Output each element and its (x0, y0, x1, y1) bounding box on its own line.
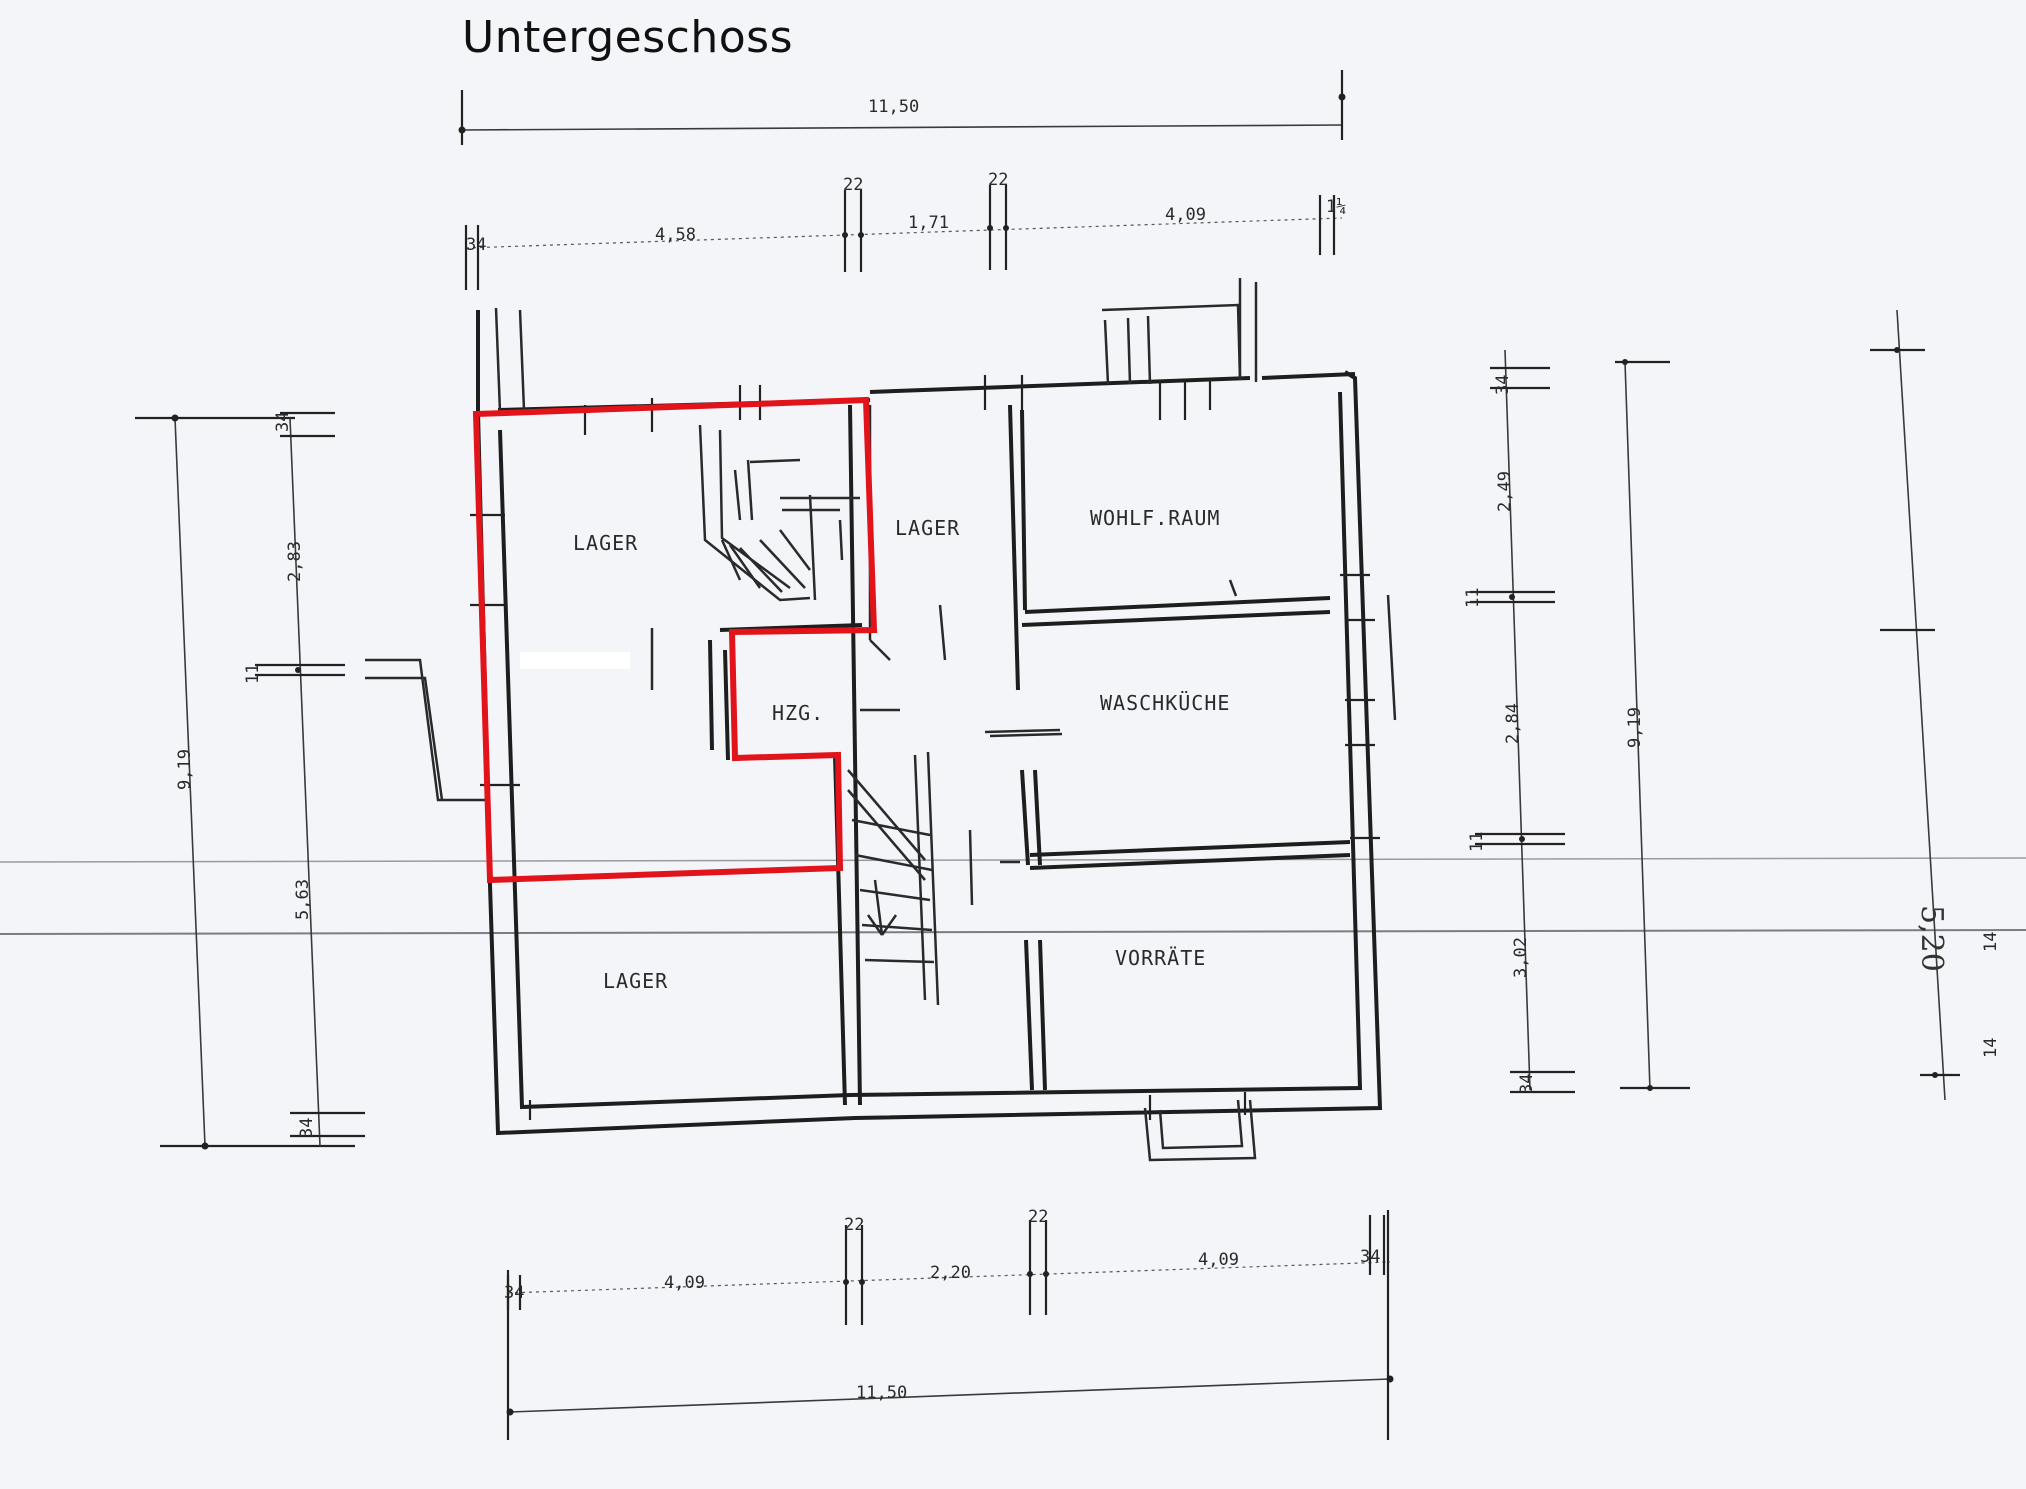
dim-bottom-wall-1: 22 (844, 1215, 864, 1235)
stairs (698, 424, 935, 964)
dim-left-total: 9,19 (175, 749, 195, 790)
room-lager-top-mid: LAGER (895, 516, 960, 540)
dim-top-seg-2: 1,71 (908, 213, 949, 233)
scan-patch (520, 652, 630, 669)
dim-top-seg-1: 4,58 (655, 225, 696, 245)
room-lager-bottom: LAGER (603, 969, 668, 993)
top-dimensions: 11,50 34 4,58 22 1,71 22 4,09 1¼ (458, 70, 1346, 290)
room-hzg: HZG. (772, 701, 824, 725)
bottom-dimensions: 34 4,09 22 2,20 22 4,09 34 11,50 (504, 1207, 1394, 1440)
dim-left-seg-1: 2,83 (285, 541, 305, 582)
dim-bottom-edge-left: 34 (504, 1283, 524, 1303)
dim-right-wall-bottom: 34 (1517, 1074, 1537, 1094)
room-waschkueche: WASCHKÜCHE (1100, 691, 1230, 715)
dim-right-wall-mid-1: 11 (1463, 588, 1483, 608)
dim-bottom-wall-2: 22 (1028, 1207, 1048, 1227)
right-dimensions: 34 2,49 11 2,84 11 3,02 34 9,19 14 14 5,… (1463, 309, 2001, 1101)
dim-top-total: 11,50 (868, 97, 919, 117)
dim-right-wall-top: 34 (1493, 375, 1513, 395)
scan-lines (0, 857, 2026, 935)
dim-right-wall-mid-2: 11 (1467, 832, 1487, 852)
dim-left-wall-bottom: 34 (297, 1118, 317, 1138)
dim-left-seg-2: 5,63 (293, 879, 313, 920)
room-labels: LAGER LAGER WOHLF.RAUM HZG. WASCHKÜCHE L… (573, 506, 1230, 993)
dim-top-wall-1: 22 (843, 175, 863, 195)
dim-right-seg-3: 3,02 (1511, 937, 1531, 978)
dim-left-wall-top: 34 (273, 412, 293, 432)
dim-bottom-seg-3: 4,09 (1198, 1250, 1239, 1270)
room-vorraete: VORRÄTE (1115, 946, 1206, 970)
dim-top-seg-3: 4,09 (1165, 205, 1206, 225)
dim-right-seg-2: 2,84 (1503, 703, 1523, 744)
dim-bottom-seg-2: 2,20 (930, 1263, 971, 1283)
room-wohlf-raum: WOHLF.RAUM (1090, 506, 1220, 530)
dim-right-seg-1: 2,49 (1495, 471, 1515, 512)
dim-bottom-seg-1: 4,09 (664, 1273, 705, 1293)
left-dimensions: 9,19 34 2,83 11 5,63 34 (135, 412, 365, 1150)
dim-left-wall-mid: 11 (243, 664, 263, 684)
dim-top-edge-left: 34 (466, 235, 486, 255)
dim-far-right-total: 9,19 (1625, 707, 1645, 748)
plan-walls (365, 278, 1397, 1162)
room-lager-top-left: LAGER (573, 531, 638, 555)
dim-bottom-total: 11,50 (856, 1383, 907, 1403)
dim-bottom-edge-right: 34 (1360, 1247, 1380, 1267)
dim-top-wall-2: 22 (988, 170, 1008, 190)
dim-top-edge-right: 1¼ (1326, 197, 1346, 217)
handwritten-note: 5,20 (1914, 905, 1949, 972)
highlighted-area (472, 396, 878, 884)
dim-far-right-b: 14 (1981, 1038, 2001, 1058)
dim-far-right-a: 14 (1981, 932, 2001, 952)
plan-title: Untergeschoss (462, 12, 793, 63)
